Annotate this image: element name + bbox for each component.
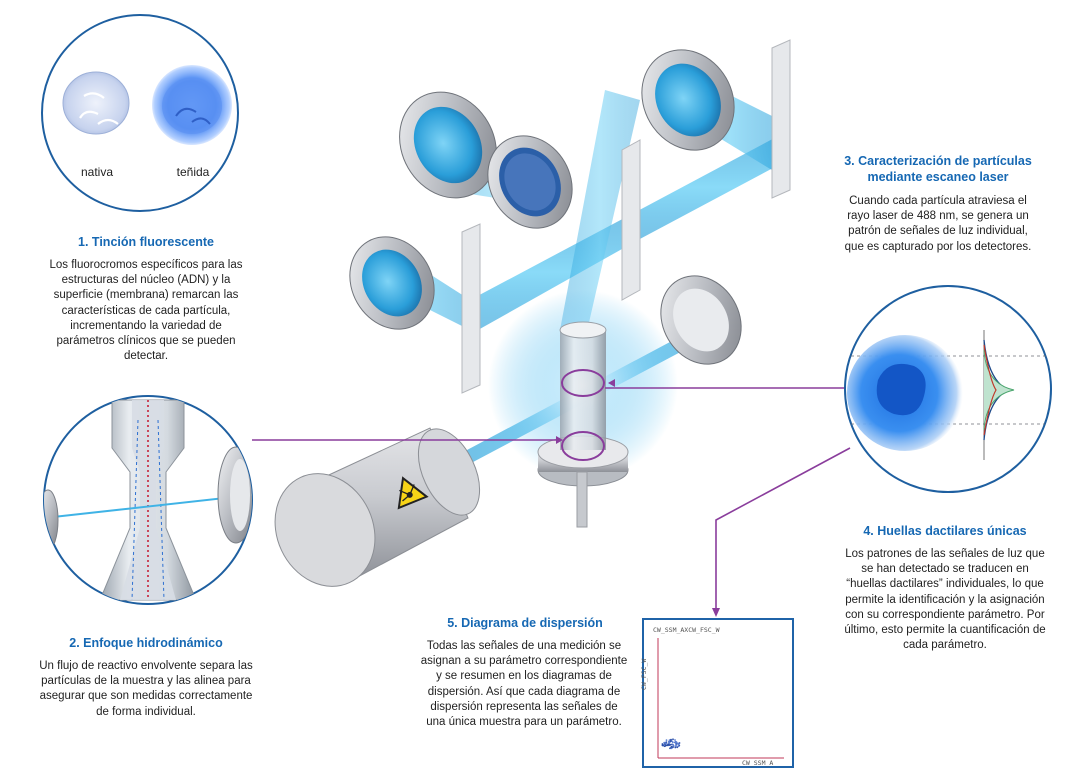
scatter-plot: [642, 618, 794, 768]
scatter-point: [662, 744, 664, 747]
scatter-point: [669, 747, 671, 750]
scatter-point: [668, 739, 671, 741]
scatter-point: [676, 746, 679, 749]
step5-title: 5. Diagrama de dispersión: [447, 616, 603, 630]
scatter-xlabel: CW_SSM_A: [742, 759, 774, 767]
fingerprint-circle: [844, 285, 1052, 493]
native-cell: [62, 71, 130, 135]
native-label: nativa: [80, 165, 114, 179]
scatter-point: [669, 743, 672, 746]
scatter-ylabel: CW_FSC_W: [640, 658, 648, 690]
step1-title: 1. Tinción fluorescente: [78, 235, 214, 249]
dichroic-mirrors: [461, 39, 791, 394]
step2-title: 2. Enfoque hidrodinámico: [69, 636, 223, 650]
scatter-point: [664, 744, 667, 747]
step1-text: Los fluorocromos específicos para las es…: [49, 259, 243, 363]
stained-label: teñida: [176, 165, 210, 179]
flow-cell: [537, 321, 629, 528]
scatter-point: [674, 739, 676, 741]
scatter-point: [671, 741, 674, 744]
callout-connectors: [252, 379, 851, 617]
step4-text: Los patrones de las señales de luz que s…: [844, 548, 1046, 652]
scatter-point: [665, 741, 668, 743]
scatter-point: [670, 745, 673, 748]
detector-lenses: [349, 49, 742, 365]
scatter-point: [667, 744, 669, 747]
step5-text: Todas las señales de una medición se asi…: [420, 640, 628, 729]
scatter-point: [661, 743, 664, 745]
scatter-point: [665, 742, 667, 745]
scatter-points: [661, 738, 681, 750]
scatter-point: [670, 738, 672, 741]
scatter-point: [672, 743, 674, 746]
stained-cell: [152, 65, 232, 145]
scatter-point: [663, 741, 666, 744]
step4-title: 4. Huellas dactilares únicas: [863, 524, 1027, 538]
laser-warning-icon: [397, 476, 429, 510]
step3-title: 3. Caracterización de partículas mediant…: [844, 154, 1032, 184]
scatter-point: [676, 742, 679, 744]
scatter-point: [665, 739, 668, 741]
scatter-point: [672, 738, 674, 741]
staining-circle: [41, 14, 239, 212]
laser-module: [274, 427, 481, 587]
focusing-circle: [43, 395, 253, 605]
scatter-point: [668, 741, 671, 744]
scatter-point: [673, 741, 676, 744]
scatter-point: [675, 744, 678, 746]
step3-text: Cuando cada partícula atraviesa el rayo …: [844, 195, 1032, 253]
scatter-title: CW_SSM_AXCW_FSC_W: [653, 626, 720, 634]
scatter-point: [677, 745, 680, 748]
step2-text: Un flujo de reactivo envolvente separa l…: [39, 660, 253, 718]
